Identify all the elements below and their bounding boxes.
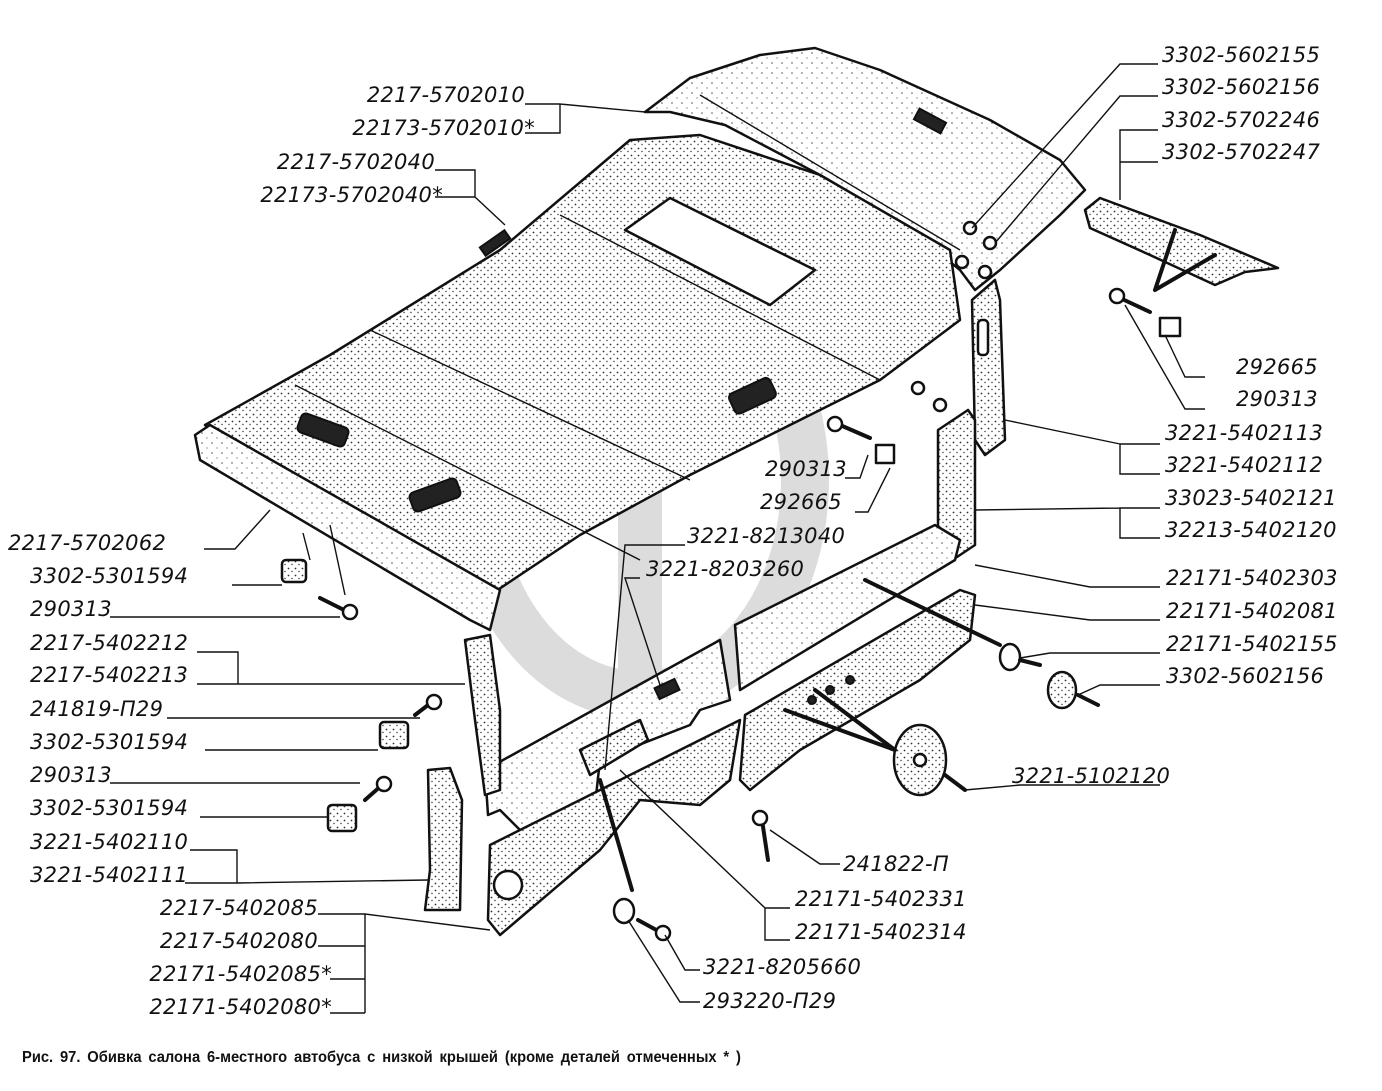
front-edge-trim: [193, 423, 502, 632]
fastener-rivet: [954, 220, 998, 280]
part-label: 2217-5402213: [30, 663, 189, 687]
assembly-line: [302, 524, 346, 596]
front-lamp-slot: [478, 228, 512, 258]
figure-caption: Рис. 97. Обивка салона 6-местного автобу…: [22, 1049, 741, 1066]
part-label: 3221-5402111: [30, 863, 189, 887]
part-label: 3302-5702246: [1162, 108, 1321, 132]
rear-pillar-trim: [970, 278, 1007, 457]
upper-right-side-panel: [733, 523, 962, 692]
part-label: 22171-5402331: [795, 887, 967, 911]
part-label: 3302-5702247: [1162, 140, 1321, 164]
part-label: 3221-5402113: [1165, 421, 1324, 445]
part-label: 22173-5702040*: [260, 183, 443, 207]
assembly-arrow: [783, 688, 897, 752]
part-label: 3302-5301594: [30, 730, 189, 754]
fastener-rivet: [910, 380, 948, 413]
fastener-screw: [363, 775, 393, 802]
front-pillar-lower-trim: [423, 766, 464, 912]
fastener-screw: [318, 596, 359, 621]
fastener-clip: [1158, 316, 1182, 338]
leader-lines: [110, 63, 1205, 1014]
front-pillar-upper-trim: [463, 633, 502, 797]
panel-hole: [807, 695, 817, 705]
panel-hole: [845, 675, 855, 685]
fastener-push-button: [998, 642, 1042, 672]
part-label: 3221-5402112: [1165, 453, 1324, 477]
part-label: 241819-П29: [30, 697, 164, 721]
part-label: 292665: [1236, 355, 1318, 379]
headliner-rib: [559, 214, 881, 381]
grab-handle-recess: [728, 376, 777, 415]
part-label: 2217-5702010: [366, 83, 525, 107]
header-seam-line: [699, 94, 961, 251]
grab-handle-recess: [296, 412, 350, 448]
assembly-arrow: [598, 778, 634, 892]
part-label: 293220-П29: [703, 989, 837, 1013]
panel-lamp-slot: [653, 677, 681, 701]
part-label: 3302-5602155: [1162, 43, 1321, 67]
part-label: 290313: [1236, 387, 1318, 411]
part-label: 22171-5402080*: [149, 995, 332, 1019]
headliner-rib: [294, 384, 641, 561]
part-label: 2217-5702040: [276, 150, 435, 174]
part-label: 22171-5402303: [1166, 566, 1338, 590]
fastener-screw: [636, 918, 672, 942]
part-label: 2217-5702062: [8, 531, 167, 555]
part-label: 2217-5402080: [159, 929, 318, 953]
sunroof-opening: [623, 196, 817, 307]
rear-corner-upper-trim: [1083, 196, 1280, 287]
part-label: 3221-8213040: [687, 524, 846, 548]
part-label: 22171-5402085*: [149, 962, 332, 986]
part-label: 33023-5402121: [1165, 486, 1337, 510]
part-label: 3302-5602156: [1166, 664, 1325, 688]
part-label: 22173-5702010*: [352, 116, 535, 140]
fastener-clip: [874, 443, 896, 465]
part-label: 3221-5102120: [1012, 764, 1171, 788]
fastener-screw: [413, 693, 443, 717]
part-label: 3302-5301594: [30, 796, 189, 820]
pillar-slot: [976, 318, 990, 357]
grab-handle-recess: [408, 477, 462, 513]
assembly-arrow: [1153, 228, 1217, 292]
fastener-clip: [378, 720, 410, 750]
fastener-screw: [826, 415, 872, 440]
headliner-rib: [369, 329, 691, 481]
panel-hole: [825, 685, 835, 695]
fastener-clip: [326, 803, 358, 833]
part-label: 3221-5402110: [30, 830, 189, 854]
part-label: 2217-5402212: [30, 631, 189, 655]
part-label: 22171-5402155: [1166, 632, 1338, 656]
fastener-screw: [751, 809, 770, 862]
fastener-large-button: [892, 723, 967, 797]
fastener-clip: [280, 558, 308, 584]
speaker-opening: [492, 869, 524, 901]
part-label: 2217-5402085: [159, 896, 318, 920]
part-label: 3302-5602156: [1162, 75, 1321, 99]
part-label: 3221-8203260: [646, 557, 805, 581]
part-label: 290313: [30, 597, 112, 621]
part-label: 290313: [30, 763, 112, 787]
fastener-push-button: [1046, 670, 1100, 710]
assembly-arrow: [863, 578, 1002, 647]
part-label: 292665: [760, 490, 842, 514]
header-lamp-slot: [912, 107, 948, 135]
lower-right-side-panel: [738, 588, 977, 792]
fastener-washer: [612, 897, 636, 925]
part-label: 32213-5402120: [1165, 518, 1337, 542]
part-label: 22171-5402081: [1166, 599, 1338, 623]
fastener-screw: [1108, 287, 1152, 314]
part-label: 290313: [765, 457, 847, 481]
part-label: 3302-5301594: [30, 564, 189, 588]
part-label: 3221-8205660: [703, 955, 862, 979]
part-label: 22171-5402314: [795, 920, 967, 944]
armrest-pad: [578, 718, 650, 777]
part-label: 241822-П: [843, 852, 949, 876]
